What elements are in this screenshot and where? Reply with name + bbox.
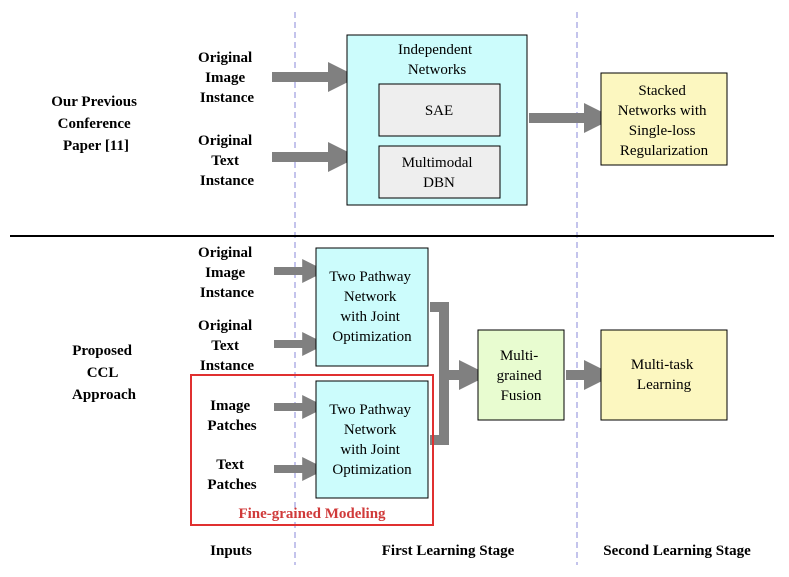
multimodal-dbn-box: [378, 145, 501, 199]
bottom-input-text-instance-label: Original Text Instance: [198, 318, 256, 374]
bottom-input-text-patches-label: Text Patches: [207, 457, 256, 493]
multi-task-learning-box: [600, 329, 728, 421]
top-input-text-label: Original Text Instance: [198, 133, 256, 189]
pathway-network-box-bottom: [315, 380, 429, 499]
top-row-label: Our Previous Conference Paper [11]: [51, 94, 140, 154]
bottom-row-label: Proposed CCL Approach: [72, 343, 137, 403]
independent-networks-title: Independent Networks: [398, 42, 476, 78]
bottom-input-image-patches-label: Image Patches: [207, 398, 256, 434]
pathway-network-box-top: [315, 247, 429, 367]
stage-label-first: First Learning Stage: [382, 543, 515, 559]
multi-task-learning-label: Multi-task Learning: [631, 357, 697, 393]
pathway-network-label-top: Two Pathway Network with Joint Optimizat…: [329, 269, 415, 345]
stage-label-second: Second Learning Stage: [603, 543, 751, 559]
fine-grained-highlight-box: [190, 374, 434, 526]
sae-label: SAE: [425, 103, 453, 119]
multi-grained-fusion-box: [477, 329, 565, 421]
fine-grained-modeling-label: Fine-grained Modeling: [238, 506, 386, 522]
multimodal-dbn-label: Multimodal DBN: [402, 155, 477, 191]
stacked-networks-label: Stacked Networks with Single-loss Regula…: [618, 83, 711, 159]
top-input-image-label: Original Image Instance: [198, 50, 256, 106]
pathway-network-label-bottom: Two Pathway Network with Joint Optimizat…: [329, 402, 415, 478]
sae-box: [378, 83, 501, 137]
stage-label-inputs: Inputs: [210, 543, 252, 559]
multi-grained-fusion-label: Multi- grained Fusion: [497, 348, 546, 404]
bottom-input-image-instance-label: Original Image Instance: [198, 245, 256, 301]
stacked-networks-box: [600, 72, 728, 166]
